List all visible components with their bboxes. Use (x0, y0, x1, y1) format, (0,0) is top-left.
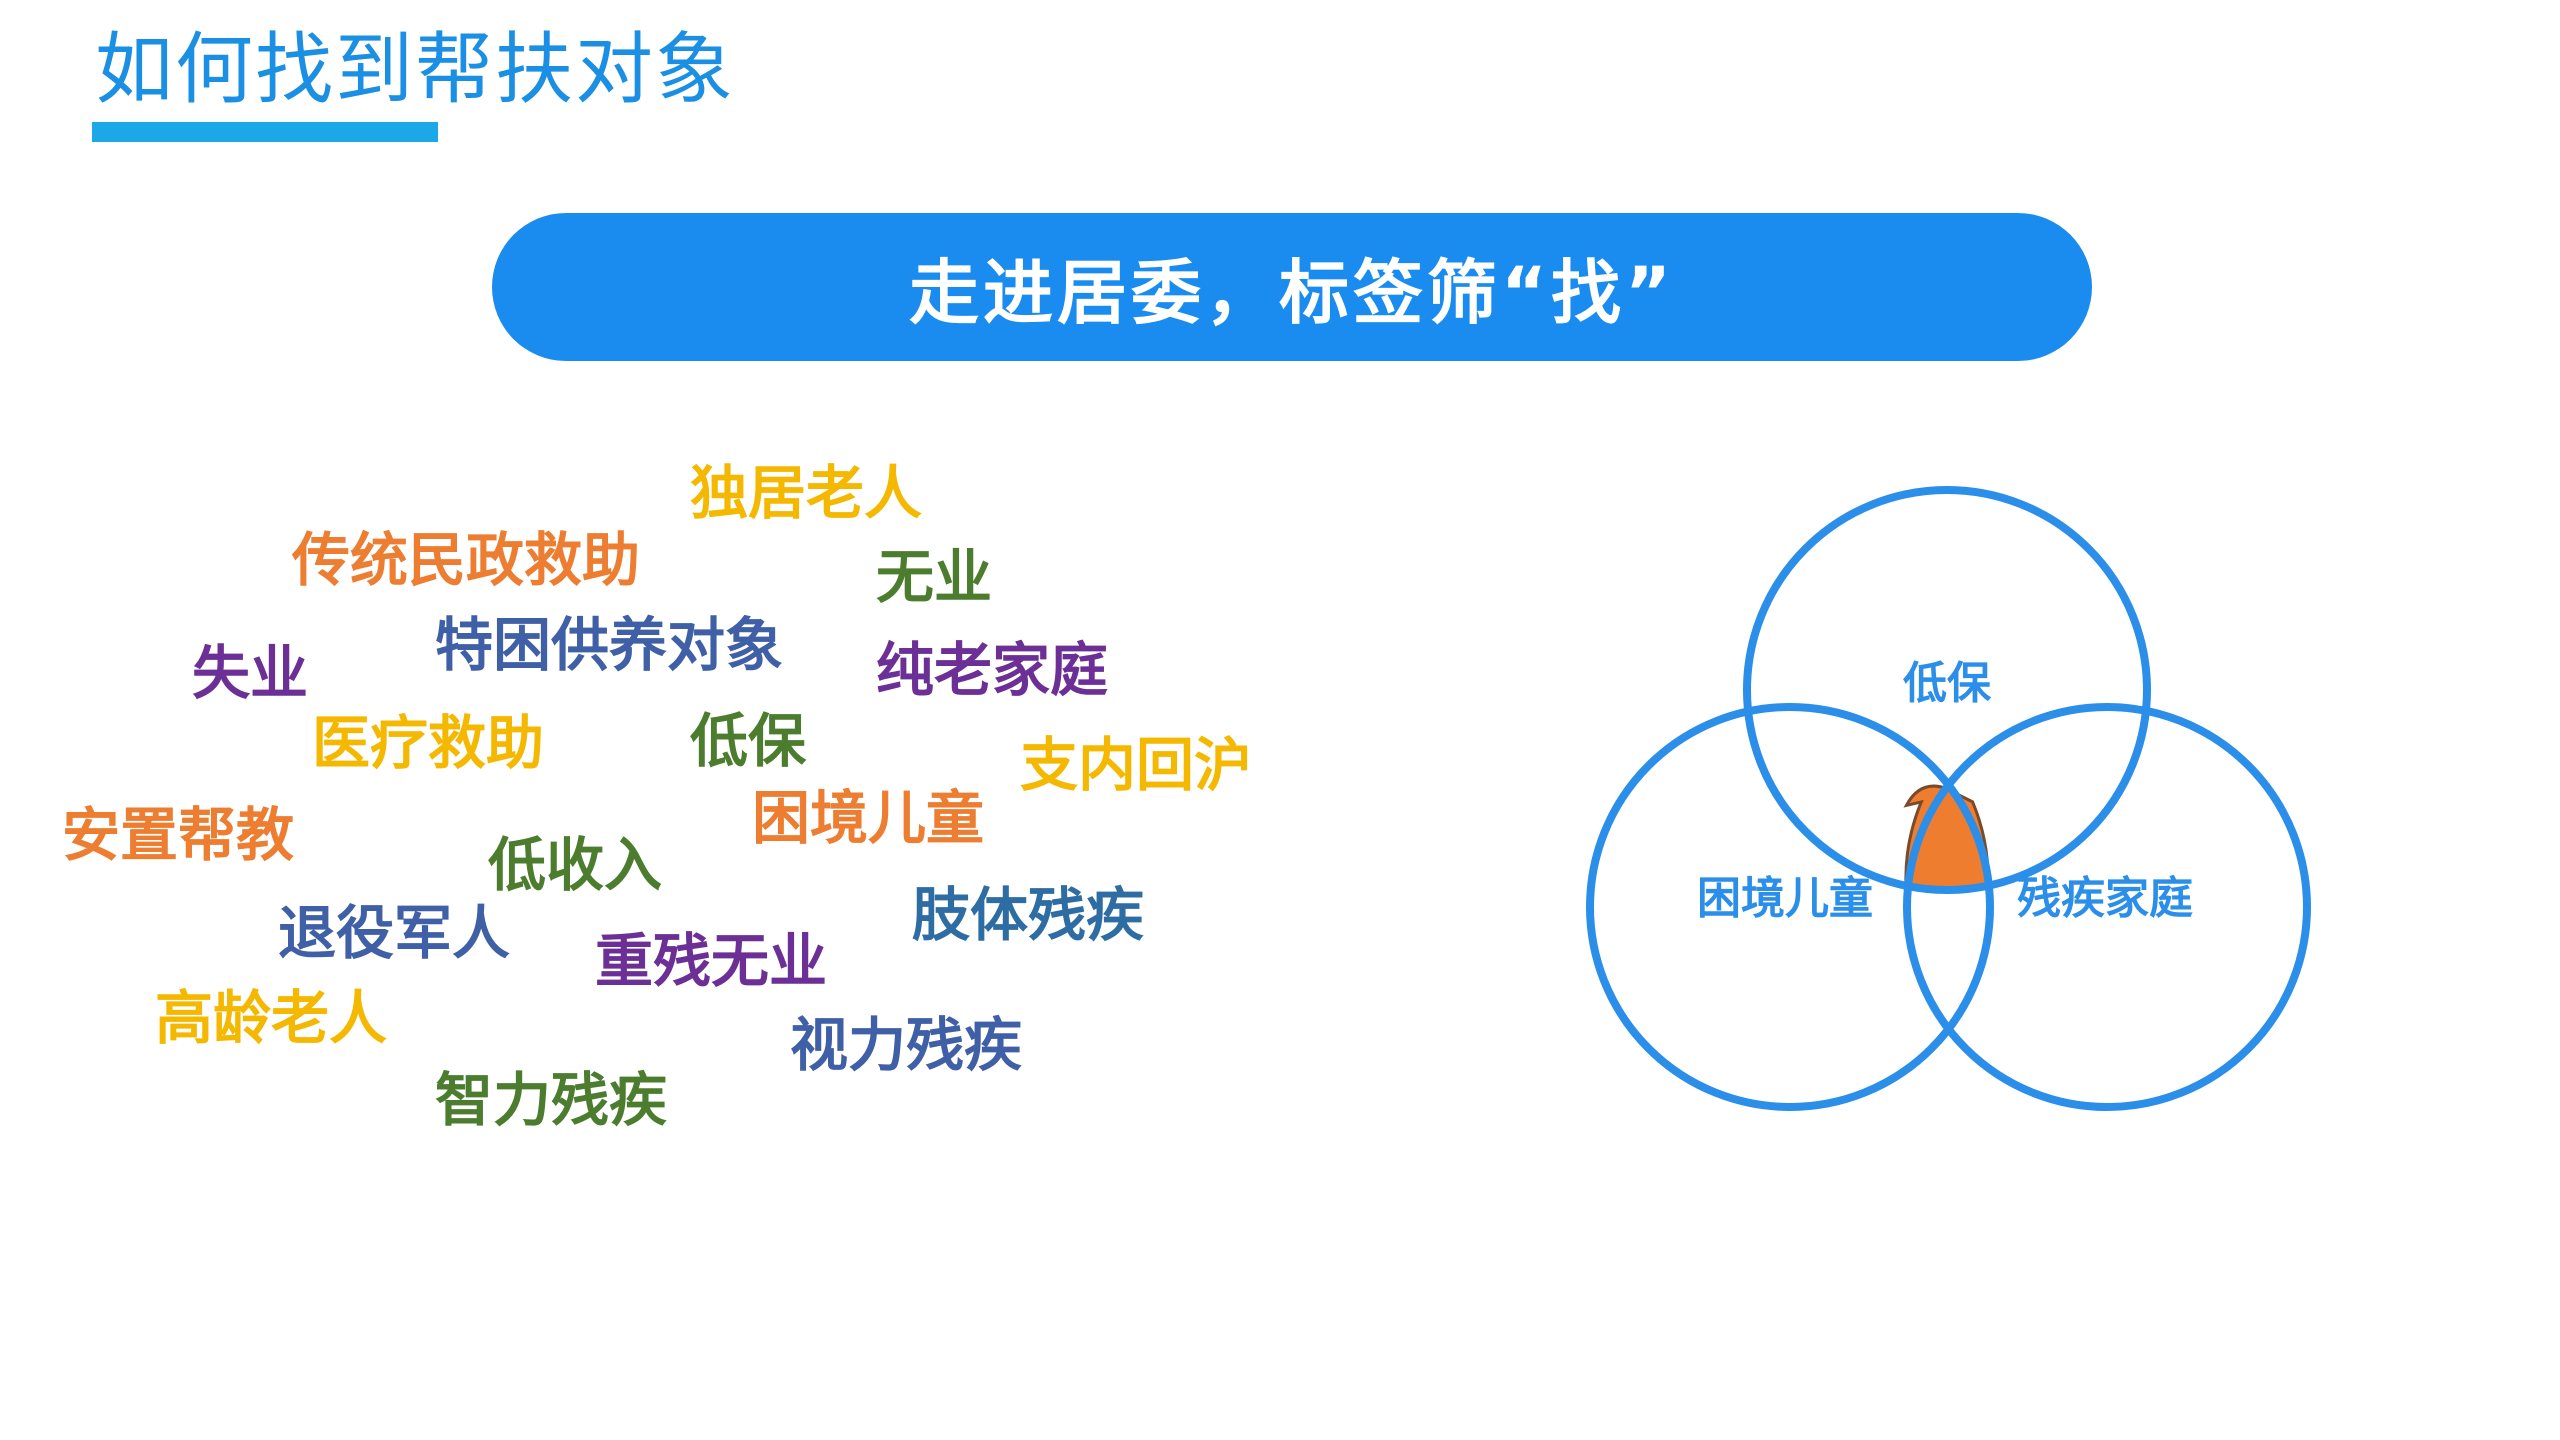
tag-kunjing-ertong: 困境儿童 (752, 784, 985, 852)
tag-tekun-gongyang-duixiang: 特困供养对象 (435, 611, 784, 679)
tag-shiye: 失业 (192, 639, 309, 707)
tag-zhiti-canji: 肢体残疾 (912, 881, 1145, 949)
tag-duju-laoren: 独居老人 (690, 459, 923, 527)
tag-chuantong-minzheng-jiuzhu: 传统民政救助 (292, 526, 641, 594)
banner-text: 走进居委，标签筛“找” (908, 251, 1675, 334)
tag-chunlao-jiating: 纯老家庭 (876, 636, 1109, 704)
tag-gaoling-laoren: 高龄老人 (155, 984, 388, 1052)
tag-zhili-canji: 智力残疾 (435, 1066, 668, 1134)
tag-zhinei-huihu: 支内回沪 (1020, 731, 1253, 799)
title-underline (92, 122, 438, 142)
venn-circle-left (1586, 703, 1994, 1111)
venn-label-right: 残疾家庭 (2017, 873, 2193, 924)
tag-yiliao-jiuzhu: 医疗救助 (312, 709, 545, 777)
tag-anzhi-bangjiao: 安置帮教 (62, 801, 295, 869)
tag-dishouru: 低收入 (488, 831, 663, 899)
tag-shili-canji: 视力残疾 (790, 1011, 1023, 1079)
banner: 走进居委，标签筛“找” (492, 213, 2092, 361)
tag-wuye: 无业 (876, 543, 993, 611)
tag-zhongcan-wuye: 重残无业 (595, 927, 828, 995)
venn-diagram: 低保 困境儿童 残疾家庭 (1586, 486, 2311, 1111)
tag-dibao: 低保 (690, 707, 807, 775)
venn-circle-top (1743, 486, 2151, 894)
venn-label-top: 低保 (1903, 658, 1992, 709)
venn-label-left: 困境儿童 (1697, 873, 1873, 924)
venn-circle-right (1903, 703, 2311, 1111)
page-title: 如何找到帮扶对象 (95, 25, 736, 115)
tag-tuiyi-junren: 退役军人 (278, 899, 511, 967)
